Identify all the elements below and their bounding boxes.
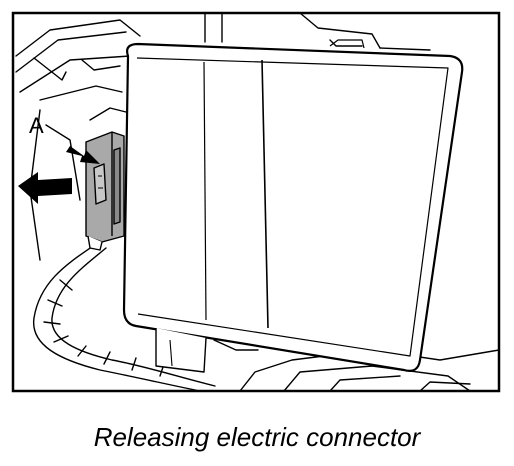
callout-label-a: A bbox=[29, 113, 44, 138]
module-top-tab bbox=[329, 39, 365, 49]
wiring-harness bbox=[33, 243, 216, 392]
module-inner-rim bbox=[136, 57, 449, 357]
connector-latch bbox=[113, 147, 121, 225]
illustration-frame bbox=[11, 11, 501, 393]
background-panel-top bbox=[204, 12, 431, 51]
background-bracket bbox=[15, 19, 141, 261]
connector-pin-end bbox=[87, 235, 103, 251]
release-arrows bbox=[18, 146, 100, 204]
module-panel-seam-left bbox=[203, 61, 207, 321]
pull-connector-arrow bbox=[18, 172, 72, 204]
connector-release-tab bbox=[93, 163, 107, 205]
electric-connector bbox=[85, 131, 125, 251]
module-panel-seam-center bbox=[261, 59, 269, 329]
module-mount-bracket bbox=[155, 328, 207, 373]
control-module bbox=[122, 39, 464, 373]
module-outer-edge bbox=[122, 42, 464, 372]
press-latch-arrow bbox=[66, 146, 100, 164]
figure-caption: Releasing electric connector bbox=[93, 422, 421, 452]
